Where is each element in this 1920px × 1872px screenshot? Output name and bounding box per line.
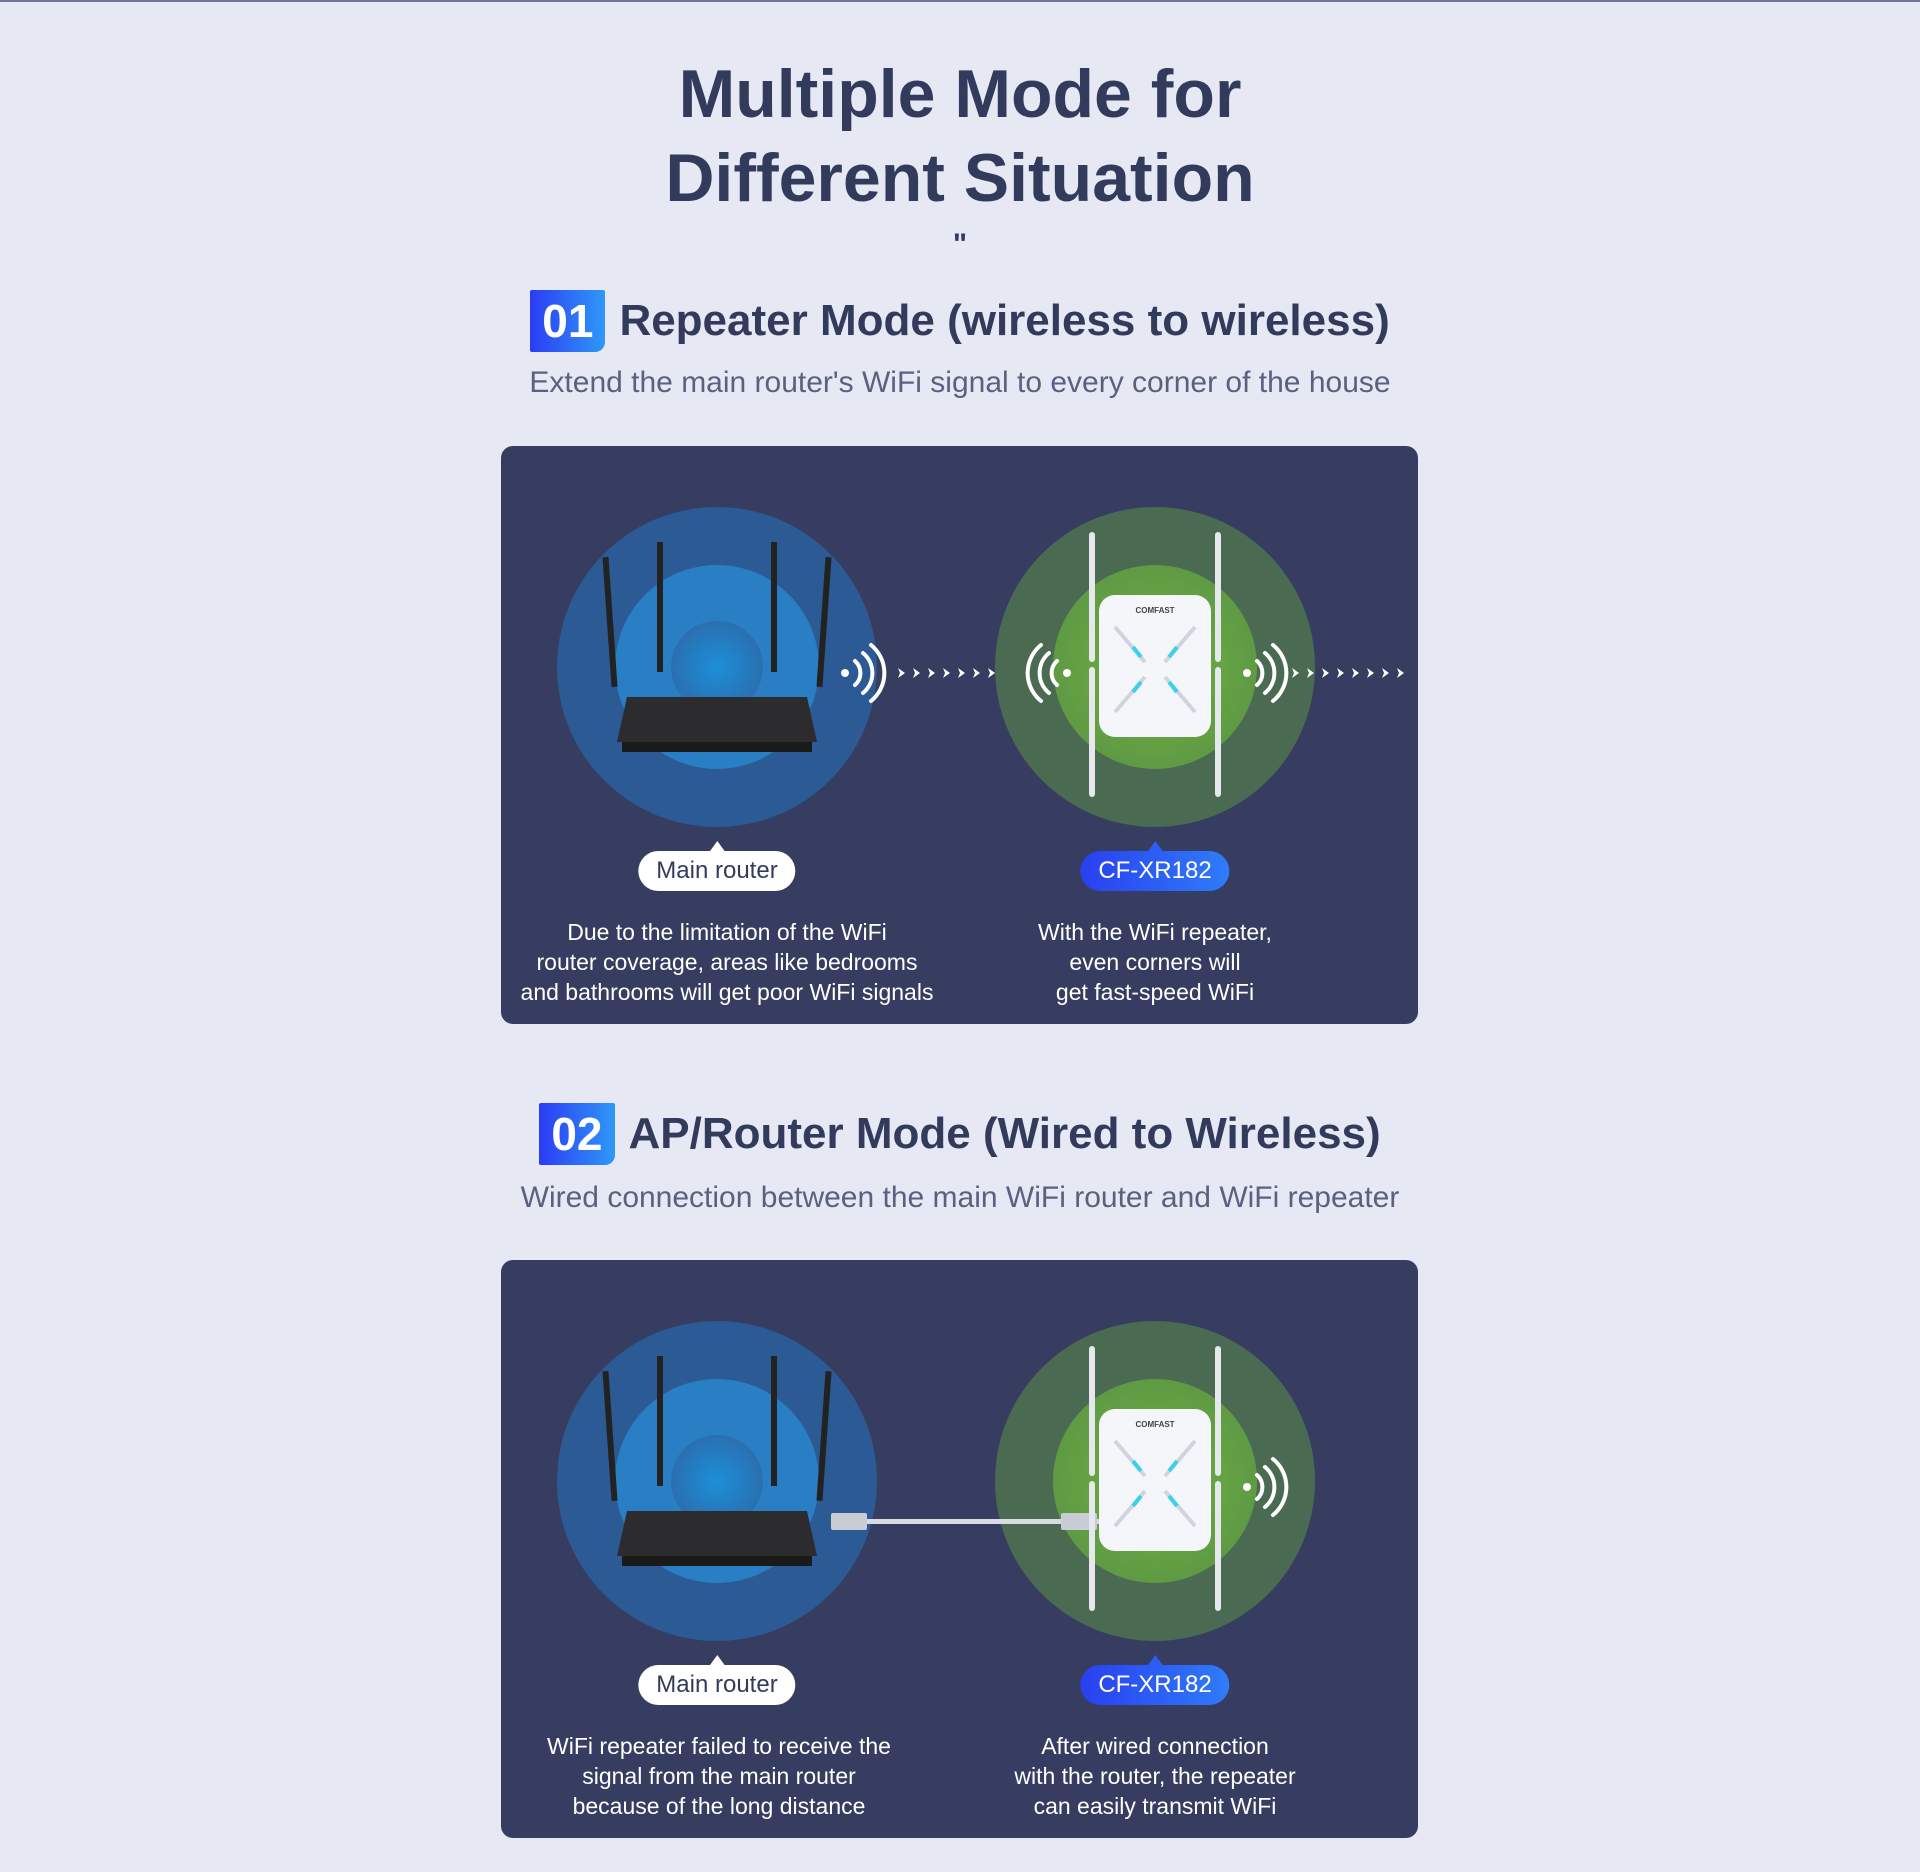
signal-arrows	[898, 668, 1010, 678]
section-2-heading: 02 AP/Router Mode (Wired to Wireless)	[0, 1103, 1920, 1165]
section-1-heading: 01 Repeater Mode (wireless to wireless)	[0, 290, 1920, 352]
repeater-model-label: CF-XR182	[1080, 841, 1230, 891]
main-router-coverage	[557, 1321, 877, 1641]
title-line-1: Multiple Mode for	[678, 56, 1242, 132]
desc-line: Due to the limitation of the WiFi	[567, 919, 887, 945]
desc-line: with the router, the repeater	[1014, 1763, 1296, 1789]
ethernet-cable	[831, 1513, 1101, 1530]
section-number-badge: 01	[530, 290, 606, 352]
desc-line: can easily transmit WiFi	[1033, 1793, 1277, 1819]
main-router-coverage	[557, 507, 877, 827]
desc-line: After wired connection	[1041, 1733, 1269, 1759]
desc-line: signal from the main router	[582, 1763, 856, 1789]
desc-line: and bathrooms will get poor WiFi signals	[520, 979, 934, 1005]
desc-line: even corners will	[1069, 949, 1241, 975]
section-subtitle: Extend the main router's WiFi signal to …	[529, 366, 1391, 399]
repeater-mode-panel: COMFAST Main router CF-XR182	[501, 446, 1418, 1024]
desc-line: WiFi repeater failed to receive the	[547, 1733, 891, 1759]
repeater-description: With the WiFi repeater, even corners wil…	[935, 917, 1375, 1007]
main-router-label: Main router	[638, 1655, 796, 1705]
section-subtitle: Wired connection between the main WiFi r…	[520, 1181, 1400, 1214]
desc-line: router coverage, areas like bedrooms	[536, 949, 918, 975]
desc-line: With the WiFi repeater,	[1038, 919, 1272, 945]
section-title: Repeater Mode (wireless to wireless)	[619, 296, 1390, 345]
main-router-label: Main router	[638, 841, 796, 891]
quote-mark: "	[952, 228, 968, 261]
repeater-coverage	[995, 507, 1315, 827]
desc-line: get fast-speed WiFi	[1055, 979, 1255, 1005]
main-router-description: Due to the limitation of the WiFi router…	[507, 917, 947, 1007]
main-router-description: WiFi repeater failed to receive the sign…	[501, 1731, 939, 1821]
ap-router-mode-panel: Main router CF-XR182 WiFi repeater faile…	[501, 1260, 1418, 1838]
repeater-description: After wired connection with the router, …	[935, 1731, 1375, 1821]
ap-router-diagram	[557, 1321, 1315, 1641]
repeater-model-label: CF-XR182	[1080, 1655, 1230, 1705]
repeater-diagram: COMFAST	[557, 507, 1404, 827]
section-title: AP/Router Mode (Wired to Wireless)	[628, 1109, 1381, 1158]
page-title: Multiple Mode for Different Situation	[0, 52, 1920, 220]
section-number-badge: 02	[539, 1103, 615, 1165]
desc-line: because of the long distance	[572, 1793, 866, 1819]
title-line-2: Different Situation	[665, 140, 1255, 216]
